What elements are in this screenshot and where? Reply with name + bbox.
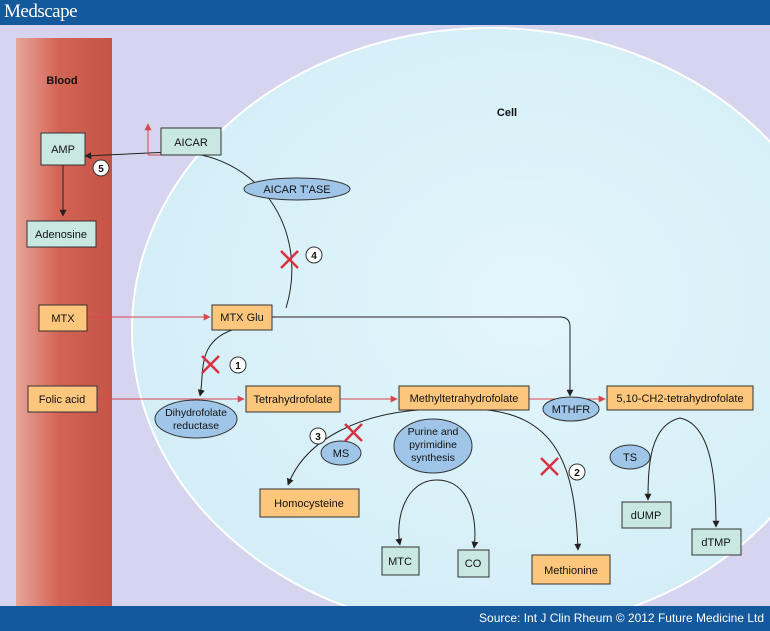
co-label: CO [465,558,482,570]
marker-3 [309,427,327,445]
methionine-label: Methionine [544,565,598,577]
homocysteine-box [259,488,360,518]
purine-label-3: synthesis [411,452,455,464]
aicar-tase-label: AICAR T'ASE [263,184,330,196]
marker-1 [229,356,247,374]
methionine-box [531,554,611,585]
folic-acid-box [27,385,98,413]
purine-label-1: Purine and [408,426,459,438]
mthfr-enzyme [542,396,600,422]
marker-5 [92,159,110,177]
footer-bar: Source: Int J Clin Rheum © 2012 Future M… [0,606,770,631]
mtx-label: MTX [51,313,75,325]
mtxglu-to-mthfr-arrow [272,316,574,397]
dhfr-label-1: Dihydrofolate [165,407,227,419]
to-dtmp-arrow [679,417,720,528]
mtx-box [38,304,88,332]
inhibition-cross-1 [201,355,220,374]
source-credit: Source: Int J Clin Rheum © 2012 Future M… [479,611,764,625]
inhibition-cross-2 [540,457,559,476]
marker-5-label: 5 [98,164,104,175]
mtx-glu-box [211,304,273,331]
tetrahydrofolate-label: Tetrahydrofolate [254,394,333,406]
dump-box [621,501,672,529]
aicar-tase-enzyme [243,177,351,201]
marker-2-label: 2 [574,468,580,479]
methyltetrahydrofolate-box [398,385,530,411]
methyltetrahydrofolate-label: Methyltetrahydrofolate [410,393,519,405]
aicar-label: AICAR [174,137,208,149]
mtc-box [381,546,420,576]
folic-acid-label: Folic acid [39,394,85,406]
ch2-tetrahydrofolate-label: 5,10-CH2-tetrahydrofolate [616,393,743,405]
dtmp-box [691,528,742,556]
to-dump-arrow [644,417,681,501]
to-co-arrow [436,479,479,549]
ms-label: MS [333,448,350,460]
mtc-label: MTC [388,556,412,568]
ts-label: TS [623,452,637,464]
mtx-glu-label: MTX Glu [220,312,263,324]
tetrahydrofolate-box [245,385,341,413]
dhfr-label-2: reductase [173,420,219,432]
blood-label: Blood [46,75,77,87]
marker-4-label: 4 [311,251,317,262]
mthfr-label: MTHFR [552,404,591,416]
inhibition-cross-4 [280,250,299,269]
homocysteine-label: Homocysteine [274,498,344,510]
purine-synthesis-enzyme [393,418,473,474]
to-methionine-arrow [469,408,582,551]
dtmp-label: dTMP [701,537,730,549]
marker-4 [305,246,323,264]
dump-label: dUMP [631,510,662,522]
co-box [457,549,490,578]
adenosine-box [26,220,97,248]
purine-label-2: pyrimidine [409,439,457,451]
cell-label: Cell [497,107,517,119]
marker-3-label: 3 [315,432,321,443]
to-mtc-arrow [395,479,438,546]
dhfr-enzyme [154,399,238,439]
adenosine-label: Adenosine [35,229,87,241]
medscape-logo[interactable]: Medscape [4,1,78,22]
marker-2 [568,463,586,481]
ts-enzyme [609,444,651,470]
ms-enzyme [320,440,362,466]
amp-label: AMP [51,144,75,156]
amp-box [40,132,86,166]
ch2-tetrahydrofolate-box [606,385,754,411]
inhibition-cross-3 [344,423,363,442]
header-bar: Medscape [0,0,770,25]
to-homocysteine-arrow [286,408,441,486]
marker-1-label: 1 [235,361,241,372]
aicar-box [160,127,222,156]
